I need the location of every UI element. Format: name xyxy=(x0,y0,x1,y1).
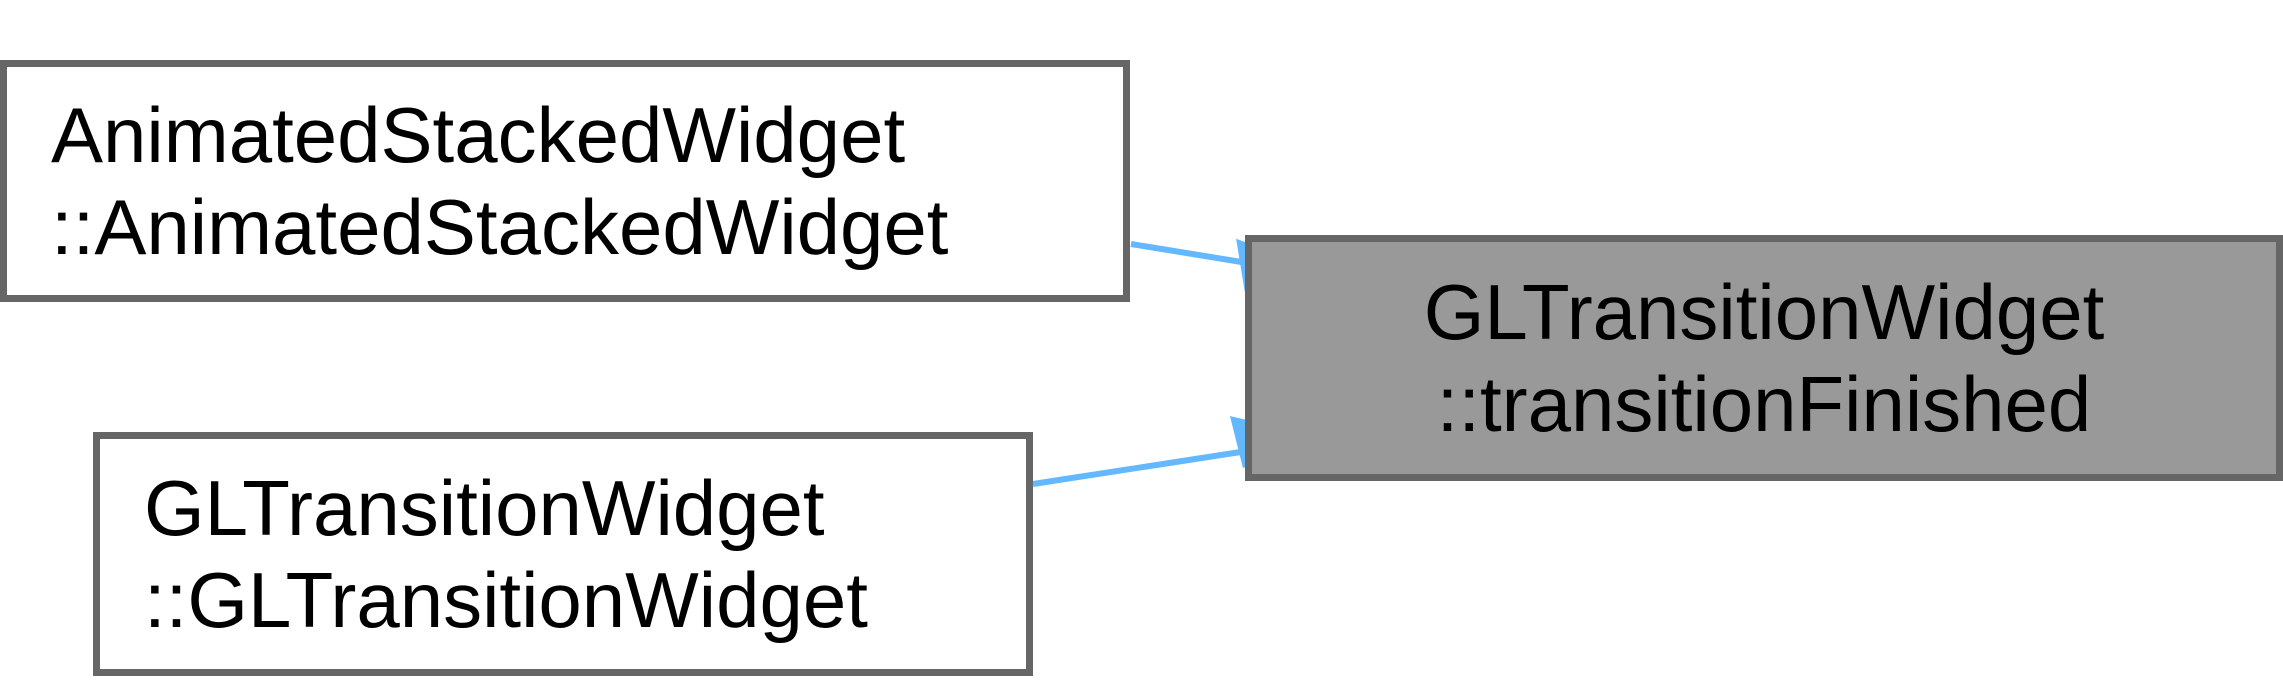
node-transition-finished[interactable]: GLTransitionWidget ::transitionFinished xyxy=(1245,235,2283,481)
node-label-line1: GLTransitionWidget xyxy=(144,464,825,552)
node-label-line1: AnimatedStackedWidget xyxy=(51,91,906,179)
node-label-line2: ::GLTransitionWidget xyxy=(144,556,868,644)
node-label-line2: ::transitionFinished xyxy=(1436,360,2092,448)
node-label-line2: ::AnimatedStackedWidget xyxy=(51,183,949,271)
node-animated-stacked-widget-ctor[interactable]: AnimatedStackedWidget ::AnimatedStackedW… xyxy=(0,60,1130,302)
node-gl-transition-widget-ctor[interactable]: GLTransitionWidget ::GLTransitionWidget xyxy=(93,432,1033,676)
node-label-line1: GLTransitionWidget xyxy=(1423,268,2105,356)
